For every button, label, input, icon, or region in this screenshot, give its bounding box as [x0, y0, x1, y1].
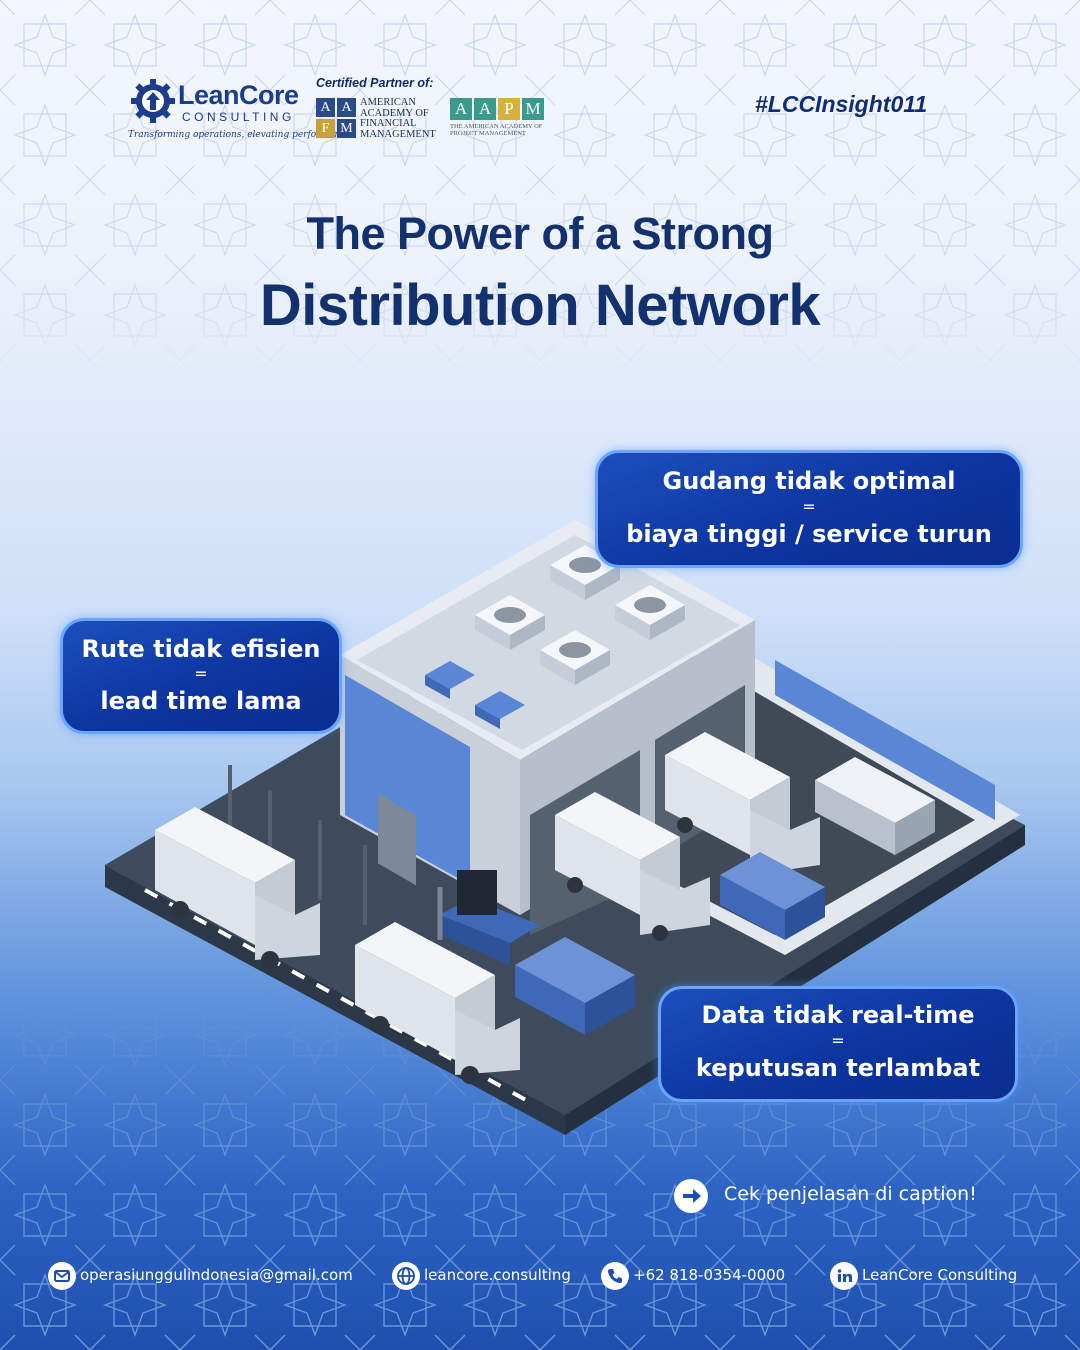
- callout-problem: Rute tidak efisien: [81, 635, 321, 663]
- aapm-logo: A A P M THE AMERICAN ACADEMY OF PROJECT …: [450, 98, 546, 142]
- truck: [555, 792, 710, 941]
- callout-impact: keputusan terlambat: [695, 1054, 981, 1082]
- pallet-stack: [515, 937, 635, 1035]
- pallet-stack: [720, 852, 825, 940]
- email-text: operasiunggulindonesia@gmail.com: [80, 1266, 353, 1284]
- callout-equals: =: [194, 664, 208, 683]
- caption-cta: Cek penjelasan di caption!: [674, 1179, 1034, 1213]
- aafm-line: ACADEMY OF: [360, 107, 429, 119]
- callout-equals: =: [831, 1031, 845, 1050]
- warehouse-illustration: [105, 520, 1025, 1135]
- aapm-letter: A: [450, 98, 472, 120]
- leancore-logo: LeanCore CONSULTING Transforming operati…: [128, 78, 351, 148]
- aafm-line: MANAGEMENT: [360, 128, 436, 140]
- callout-data: Data tidak real-time = keputusan terlamb…: [658, 986, 1018, 1102]
- callout-problem: Gudang tidak optimal: [662, 467, 956, 495]
- roof-units: [425, 545, 685, 729]
- truck: [355, 922, 520, 1084]
- side-wall: [775, 660, 995, 820]
- callout-warehouse: Gudang tidak optimal = biaya tinggi / se…: [595, 450, 1023, 568]
- certified-partner-label: Certified Partner of:: [316, 76, 434, 90]
- callout-impact: lead time lama: [100, 687, 302, 715]
- linkedin-icon: [830, 1262, 858, 1290]
- arrow-right-icon: [674, 1179, 708, 1213]
- aafm-line: FINANCIAL: [360, 118, 417, 129]
- title-line-2: Distribution Network: [259, 273, 821, 338]
- brand-sub: CONSULTING: [182, 110, 295, 124]
- phone-icon: [601, 1262, 629, 1290]
- pallet-stack: [815, 757, 935, 855]
- callout-equals: =: [802, 497, 816, 516]
- aapm-letter: P: [498, 98, 520, 120]
- aafm-wordmark: AMERICAN ACADEMY OF FINANCIAL MANAGEMENT: [360, 97, 436, 140]
- brand-tagline: Transforming operations, elevating perfo…: [128, 130, 351, 140]
- aapm-letter: A: [474, 98, 496, 120]
- callout-route: Rute tidak efisien = lead time lama: [60, 618, 342, 734]
- aafm-tile: M: [337, 119, 356, 138]
- aafm-tile: A: [337, 98, 356, 117]
- globe-icon: [392, 1262, 420, 1290]
- aafm-tile: A: [316, 98, 335, 117]
- aafm-line: AMERICAN: [360, 97, 417, 108]
- phone-text: +62 818-0354-0000: [633, 1266, 786, 1284]
- truck: [155, 807, 320, 969]
- aapm-line: THE AMERICAN ACADEMY OF: [450, 123, 543, 130]
- forklift: [437, 870, 540, 965]
- mail-icon: [48, 1262, 76, 1290]
- cta-text: Cek penjelasan di caption!: [724, 1183, 977, 1205]
- aapm-line: PROJECT MANAGEMENT: [450, 130, 526, 137]
- gear-icon: [131, 79, 175, 123]
- website-text: leancore.consulting: [424, 1266, 571, 1284]
- brand-name: LeanCore: [178, 80, 299, 110]
- callout-problem: Data tidak real-time: [701, 1001, 975, 1029]
- aapm-wordmark: THE AMERICAN ACADEMY OF PROJECT MANAGEME…: [450, 123, 542, 137]
- callout-impact: biaya tinggi / service turun: [626, 520, 992, 548]
- aapm-letter: M: [522, 98, 544, 120]
- aafm-tile: F: [316, 119, 335, 138]
- hashtag: #LCCInsight011: [755, 91, 928, 117]
- aafm-logo: A A F M AMERICAN ACADEMY OF FINANCIAL MA…: [316, 97, 446, 142]
- title-line-1: The Power of a Strong: [306, 208, 774, 259]
- linkedin-text: LeanCore Consulting: [862, 1266, 1018, 1284]
